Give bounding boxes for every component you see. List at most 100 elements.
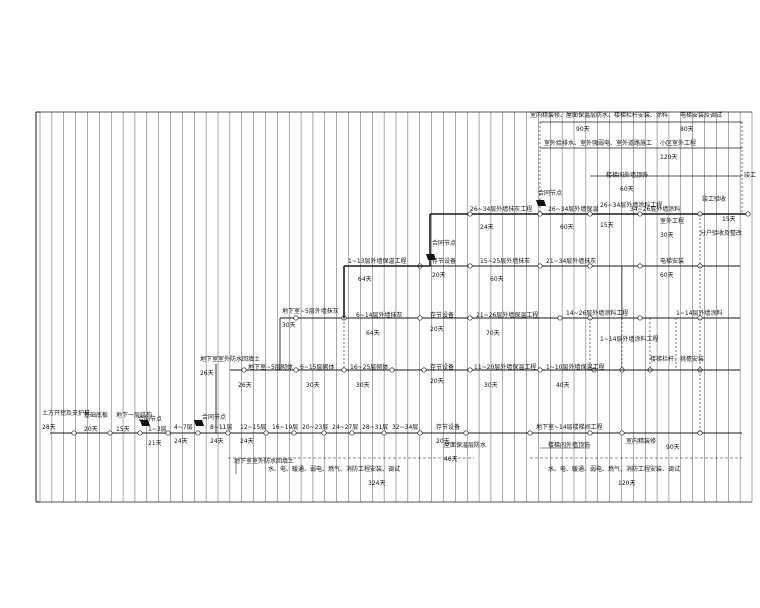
band-duration-b1: 90天 bbox=[576, 126, 590, 133]
event-node bbox=[349, 430, 355, 436]
task-label-t39: 合同节点 bbox=[538, 190, 563, 197]
event-node bbox=[137, 430, 143, 436]
event-node bbox=[321, 430, 327, 436]
task-duration-t24: 30天 bbox=[484, 382, 498, 389]
task-duration-t16: 46天 bbox=[444, 456, 458, 463]
event-node bbox=[467, 315, 473, 321]
task-duration-t21: 30天 bbox=[306, 382, 320, 389]
task-duration-t40: 60天 bbox=[560, 224, 574, 231]
event-node bbox=[463, 430, 469, 436]
task-label-t34: 合同节点 bbox=[432, 240, 457, 247]
band-label-b3: 水、电、暖通、弱电、燃气、消防工程安装、调试 bbox=[268, 466, 401, 473]
task-label-t06: 4~7层 bbox=[174, 424, 193, 431]
event-node bbox=[537, 367, 543, 373]
task-label-t36: 15~25层外墙抹灰 bbox=[480, 258, 531, 265]
task-duration-t09: 24天 bbox=[240, 438, 254, 445]
band-label-b6: 楼梯栏杆、挑檐安装 bbox=[650, 356, 705, 363]
task-label-t09: 12~15层 bbox=[240, 424, 267, 431]
task-duration-t15: 20天 bbox=[436, 438, 450, 445]
event-node bbox=[381, 430, 387, 436]
task-label-t16: 屋面保温层防水 bbox=[444, 442, 487, 449]
event-node bbox=[637, 263, 643, 269]
task-duration-t06: 24天 bbox=[174, 438, 188, 445]
band-label-b7: 楼梯间外墙顶饰 bbox=[606, 172, 649, 179]
task-label-t20: 地下室~5层砌体 bbox=[248, 364, 293, 371]
task-label-t46: 小区室外工程 bbox=[660, 140, 697, 147]
task-duration-t47: 80天 bbox=[680, 126, 694, 133]
task-label-t18: 室内精装修 bbox=[626, 438, 657, 445]
event-node bbox=[745, 211, 751, 217]
task-label-t43: 竣工验收 bbox=[702, 196, 727, 203]
task-label-t42: 34~26层外墙涂料 bbox=[630, 206, 681, 213]
task-label-t44: 室外工程 bbox=[660, 218, 685, 225]
band-duration-b2: 120天 bbox=[618, 480, 636, 487]
task-label-t24: 11~20层外墙保温工程 bbox=[474, 364, 537, 371]
task-label-t02: 基础底板 bbox=[84, 412, 109, 419]
task-label-t32: 1~14层外墙涂料 bbox=[676, 310, 723, 317]
event-node bbox=[241, 367, 247, 373]
task-label-t40: 26~34层外墙保温 bbox=[548, 206, 599, 213]
task-label-t33: 1~13层外墙保温工程 bbox=[348, 258, 407, 265]
task-label-t22: 16~25层砌体 bbox=[350, 364, 389, 371]
task-label-t31: 1~14层外墙涂料工程 bbox=[600, 336, 659, 343]
event-node bbox=[417, 430, 423, 436]
task-label-t07: 合同节点 bbox=[202, 414, 227, 421]
task-duration-t18: 90天 bbox=[666, 444, 680, 451]
task-label-t28: 存节设备 bbox=[430, 312, 455, 319]
event-node bbox=[71, 430, 77, 436]
task-duration-t43: 15天 bbox=[722, 216, 736, 223]
event-node bbox=[527, 430, 533, 436]
task-label-t15: 存节设备 bbox=[436, 424, 461, 431]
milestone-flag bbox=[536, 200, 546, 206]
band-label-b4: 楼梯间外墙顶饰 bbox=[548, 442, 591, 449]
event-node bbox=[417, 315, 423, 321]
event-node bbox=[587, 430, 593, 436]
task-label-t48: 电梯安装 bbox=[660, 258, 685, 265]
task-label-t14: 32~34层 bbox=[392, 424, 419, 431]
task-label-t50: 竣工 bbox=[744, 172, 757, 179]
task-duration-t44: 30天 bbox=[660, 232, 674, 239]
task-duration-t36: 60天 bbox=[490, 276, 504, 283]
band-label-b5: 室外给排水、室外强弱电、室外道路施工 bbox=[544, 140, 653, 147]
task-duration-t38: 24天 bbox=[480, 224, 494, 231]
task-duration-t02: 20天 bbox=[84, 426, 98, 433]
event-node bbox=[587, 263, 593, 269]
event-node bbox=[421, 367, 427, 373]
task-duration-t35: 20天 bbox=[432, 272, 446, 279]
task-duration-t20: 26天 bbox=[238, 382, 252, 389]
task-label-t13: 28~31层 bbox=[362, 424, 389, 431]
event-node bbox=[293, 315, 299, 321]
event-node bbox=[637, 211, 643, 217]
event-node bbox=[389, 367, 395, 373]
task-label-t08: 8~11层 bbox=[210, 424, 233, 431]
event-node bbox=[225, 430, 231, 436]
task-duration-t41: 15天 bbox=[600, 222, 614, 229]
event-node bbox=[587, 211, 593, 217]
task-label-t37: 21~34层外墙抹灰 bbox=[546, 258, 597, 265]
task-duration-t01: 28天 bbox=[42, 424, 56, 431]
task-duration-t29: 70天 bbox=[486, 330, 500, 337]
task-label-t01: 土方开挖及支护桩 bbox=[42, 410, 91, 417]
task-duration-t33: 64天 bbox=[358, 276, 372, 283]
task-label-t17: 地下室~14层楼梯间工程 bbox=[536, 424, 603, 431]
task-label-t38: 26~34层外墙抹灰工程 bbox=[470, 206, 533, 213]
task-duration-t48: 60天 bbox=[660, 272, 674, 279]
task-label-t26: 地下室~5层外墙抹灰 bbox=[282, 308, 339, 315]
band-duration-b7: 60天 bbox=[620, 186, 634, 193]
band-duration-b3: 324天 bbox=[368, 480, 386, 487]
task-label-t35: 存节设备 bbox=[432, 258, 457, 265]
task-label-t10: 16~19层 bbox=[272, 424, 299, 431]
band-label-b1: 室内精装修、屋面保温层防水、楼梯栏杆安装、涂料 bbox=[530, 112, 669, 119]
task-label-t19: 地下室室外防水回填土 bbox=[200, 356, 261, 363]
task-duration-t03: 15天 bbox=[116, 426, 130, 433]
task-duration-t28: 20天 bbox=[430, 326, 444, 333]
milestone-flag bbox=[194, 420, 204, 426]
task-duration-t23: 20天 bbox=[430, 378, 444, 385]
event-node bbox=[107, 430, 113, 436]
task-label-t03: 地下一层结构 bbox=[116, 412, 153, 419]
task-label-t23: 存节设备 bbox=[430, 364, 455, 371]
task-duration-t26: 30天 bbox=[282, 322, 296, 329]
task-label-t25: 1~10层外墙保温工程 bbox=[546, 364, 605, 371]
